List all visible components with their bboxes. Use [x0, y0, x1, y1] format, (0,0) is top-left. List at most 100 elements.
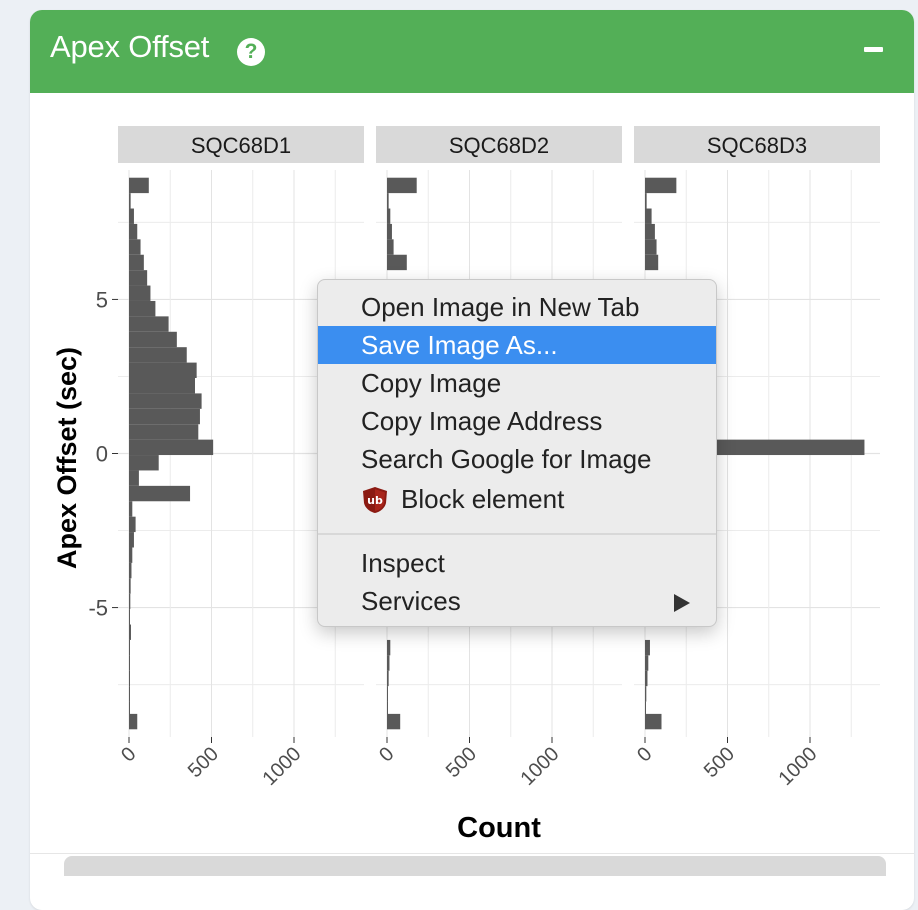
context-menu: Open Image in New Tab Save Image As... C…	[317, 279, 717, 627]
x-tick-label: 0	[633, 743, 656, 766]
menu-item-label: Services	[361, 586, 461, 616]
histogram-bar	[129, 670, 130, 687]
histogram-bar	[129, 208, 134, 224]
panel-title: Apex Offset	[50, 29, 210, 64]
x-tick-label: 0	[375, 743, 398, 766]
x-axis-title: Count	[457, 812, 541, 844]
histogram-bar	[129, 393, 202, 409]
histogram-bar	[387, 655, 390, 671]
minus-icon	[864, 47, 883, 52]
menu-item-block-element[interactable]: ub Block element	[318, 480, 716, 518]
histogram-bar	[645, 670, 648, 687]
panel-footer-divider	[30, 853, 914, 854]
menu-item-label: Inspect	[361, 548, 445, 578]
histogram-bar	[645, 193, 647, 209]
menu-item-copy-image[interactable]: Copy Image	[318, 364, 716, 402]
y-tick-label: -5	[88, 596, 108, 621]
svg-text:ub: ub	[367, 494, 383, 507]
histogram-bar	[387, 670, 389, 687]
histogram-bar	[129, 316, 169, 332]
histogram-bar	[129, 300, 156, 317]
menu-item-open-image-new-tab[interactable]: Open Image in New Tab	[318, 288, 716, 326]
menu-item-services[interactable]: Services	[318, 582, 716, 620]
x-tick-label: 0	[117, 743, 140, 766]
ublock-origin-icon: ub	[363, 487, 387, 513]
histogram-bar	[129, 547, 133, 563]
histogram-bar	[645, 223, 655, 240]
histogram-bar	[129, 470, 139, 486]
histogram-bar	[645, 254, 659, 271]
histogram-bar	[129, 177, 149, 194]
x-tick-label: 1000	[517, 743, 564, 790]
histogram-bar	[129, 562, 132, 579]
menu-item-search-google-image[interactable]: Search Google for Image	[318, 440, 716, 478]
y-tick-label: 5	[96, 287, 108, 312]
histogram-bar	[645, 639, 650, 656]
histogram-bar	[387, 639, 391, 656]
histogram-bar	[129, 347, 187, 363]
facet-label: SQC68D3	[707, 133, 807, 158]
histogram-bar	[387, 239, 394, 255]
x-tick-label: 500	[442, 743, 481, 782]
histogram-bar	[129, 532, 134, 548]
histogram-bar	[645, 701, 646, 717]
facet-strip	[376, 126, 622, 163]
histogram-bar	[387, 223, 392, 240]
menu-item-label: Open Image in New Tab	[361, 292, 640, 322]
facet-strip	[118, 126, 364, 163]
menu-item-inspect[interactable]: Inspect	[318, 544, 716, 582]
histogram-bar	[645, 655, 649, 671]
question-circle-icon[interactable]: ?	[237, 38, 265, 66]
facet-label: SQC68D2	[449, 133, 549, 158]
histogram-bar	[645, 686, 647, 702]
histogram-bar	[645, 208, 652, 224]
histogram-bar	[645, 177, 677, 194]
histogram-bar	[387, 686, 388, 702]
submenu-arrow-icon	[674, 594, 690, 612]
histogram-bar	[129, 455, 159, 471]
histogram-bar	[129, 713, 138, 730]
histogram-bar	[387, 254, 407, 271]
histogram-bar	[129, 239, 141, 255]
histogram-bar	[129, 193, 131, 209]
menu-item-label: Copy Image Address	[361, 406, 603, 436]
histogram-bar	[129, 270, 148, 286]
panel-header: Apex Offset ?	[30, 10, 914, 93]
menu-item-label: Save Image As...	[361, 330, 558, 360]
histogram-bar	[129, 424, 199, 440]
histogram-bar	[129, 408, 200, 425]
histogram-bar	[129, 501, 133, 517]
histogram-bar	[129, 639, 130, 656]
menu-item-label: Search Google for Image	[361, 444, 652, 474]
histogram-bar	[387, 193, 389, 209]
histogram-bar	[387, 177, 417, 194]
histogram-bar	[129, 701, 130, 717]
histogram-bar	[129, 223, 138, 240]
y-axis-title: Apex Offset (sec)	[52, 347, 82, 569]
histogram-bar	[129, 516, 136, 533]
x-tick-label: 1000	[259, 743, 306, 790]
histogram-bar	[129, 285, 151, 301]
histogram-bar	[129, 331, 177, 348]
histogram-bar	[129, 609, 130, 625]
histogram-bar	[645, 239, 657, 255]
histogram-bar	[129, 593, 131, 610]
menu-item-label: Block element	[401, 484, 565, 514]
histogram-bar	[129, 624, 131, 640]
histogram-bar	[129, 686, 130, 702]
histogram-bar	[129, 578, 131, 594]
x-tick-label: 1000	[775, 743, 822, 790]
histogram-bar	[387, 701, 388, 717]
facet-strip	[634, 126, 880, 163]
histogram-bar	[129, 655, 130, 671]
histogram-bar	[129, 254, 144, 271]
menu-separator	[318, 533, 716, 535]
x-tick-label: 500	[700, 743, 739, 782]
histogram-bar	[387, 208, 391, 224]
histogram-bar	[129, 378, 195, 394]
histogram-bar	[129, 439, 214, 456]
histogram-bar	[645, 713, 662, 730]
collapse-button[interactable]	[854, 36, 894, 66]
menu-item-save-image-as[interactable]: Save Image As...	[318, 326, 716, 364]
menu-item-copy-image-address[interactable]: Copy Image Address	[318, 402, 716, 440]
